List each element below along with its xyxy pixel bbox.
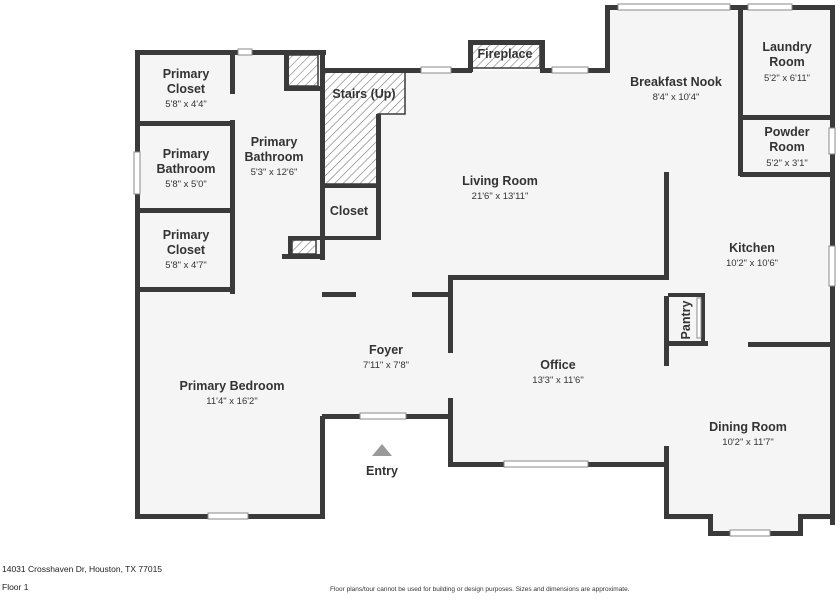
entry-arrow-icon [372,444,392,456]
room-name: Breakfast Nook [630,75,722,89]
address: 14031 Crosshaven Dr, Houston, TX 77015 [2,564,163,574]
room-name: Closet [330,204,369,218]
room-dim: 5'3" x 12'6" [251,167,298,178]
room-dim: 11'4" x 16'2" [206,396,257,407]
room-dim: 5'8" x 4'4" [165,99,207,110]
floor-fill [138,8,832,532]
entry-label: Entry [366,464,398,478]
room-dim: 5'8" x 4'7" [165,260,207,271]
room-dim: 8'4" x 10'4" [653,92,700,103]
room-dim: 7'11" x 7'8" [363,360,409,371]
floor-label: Floor 1 [2,582,29,592]
windows [133,3,836,537]
room-dim: 13'3" x 11'6" [532,375,583,386]
disclaimer: Floor plans/tour cannot be used for buil… [330,586,630,593]
room-name: Stairs (Up) [332,87,395,101]
room-name: Foyer [369,343,403,357]
bath-cabinet-hatch [291,239,317,255]
room-dim: 10'2" x 10'6" [726,258,778,269]
room-dim: 10'2" x 11'7" [722,437,773,448]
room-dim: 5'2" x 3'1" [766,158,808,169]
room-name: Kitchen [729,241,775,255]
room-name: Fireplace [478,47,533,61]
room-name: Dining Room [709,420,787,434]
room-dim: 5'8" x 5'0" [165,179,207,190]
room-name: Office [540,358,575,372]
room-dim: 21'6" x 13'11" [472,191,529,202]
room-name: Primary Bedroom [180,379,285,393]
bath-shower-hatch [287,54,319,87]
room-dim: 5'2" x 6'11" [764,73,810,84]
room-name: Pantry [679,301,693,340]
room-name: Living Room [462,174,538,188]
